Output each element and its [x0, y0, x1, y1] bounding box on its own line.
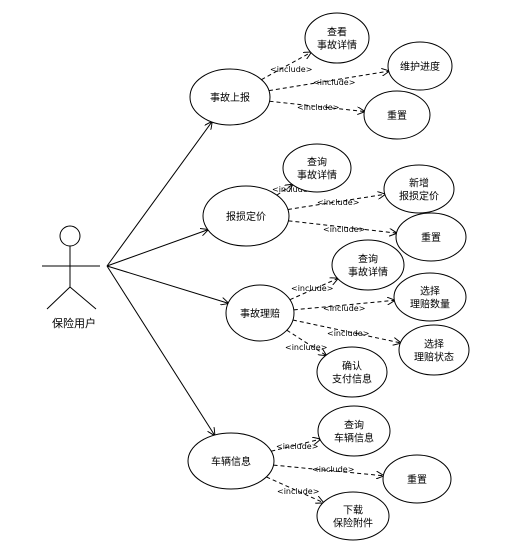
use-case-label: 事故详情: [317, 39, 357, 52]
include-line-c2: [293, 300, 395, 311]
include-label-a3: <include>: [323, 225, 365, 234]
use-case-ellipse: [393, 272, 467, 322]
include-label-r3: <include>: [297, 103, 339, 112]
use-case-ellipse: [383, 164, 455, 214]
include-label-c3: <include>: [327, 329, 369, 338]
use-case-ellipse: [225, 284, 295, 342]
include-label-a2: <include>: [317, 198, 359, 207]
include-label-v1: <include>: [276, 442, 318, 451]
primary-use-case-report[interactable]: 事故上报: [189, 68, 271, 126]
use-case-ellipse: [187, 432, 275, 490]
use-case-ellipse: [331, 239, 405, 291]
use-case-label: 查询: [307, 156, 327, 169]
association-lines: [106, 122, 228, 435]
include-line-c3: [292, 319, 401, 343]
primary-use-case-vehicle[interactable]: 车辆信息: [187, 432, 275, 490]
include-line-v2: [273, 464, 384, 476]
secondary-use-case-a3[interactable]: 重置: [395, 212, 467, 262]
include-label-v2: <include>: [312, 465, 354, 474]
include-label-c2: <include>: [323, 304, 365, 313]
use-case-label: 支付信息: [332, 373, 372, 386]
use-cases: 事故上报报损定价事故理赔车辆信息查看事故详情维护进度重置查询事故详情新增报损定价…: [187, 12, 470, 541]
use-case-label: 理赔状态: [414, 351, 454, 364]
use-case-label: 事故上报: [210, 91, 250, 104]
primary-use-case-assess[interactable]: 报损定价: [202, 185, 290, 247]
include-line-r2: [268, 71, 389, 92]
include-line-r3: [269, 100, 365, 111]
use-case-ellipse: [387, 41, 453, 91]
use-case-label: 查询: [358, 253, 378, 266]
actor-label: 保险用户: [52, 316, 96, 330]
secondary-use-case-v2[interactable]: 重置: [382, 454, 452, 504]
use-case-label: 报损定价: [399, 190, 439, 203]
use-case-label: 事故理赔: [240, 307, 280, 320]
association-vehicle: [106, 265, 215, 435]
actor-head: [59, 225, 81, 247]
association-claim: [106, 265, 228, 303]
actor-left-leg: [46, 286, 71, 310]
include-dependencies: <include><include><include><include><inc…: [261, 52, 400, 502]
include-line-a1: [276, 185, 293, 196]
use-case-label: 重置: [421, 231, 441, 244]
use-case-label: 事故详情: [348, 266, 388, 279]
include-line-c1: [289, 278, 338, 301]
use-case-ellipse: [382, 454, 452, 504]
secondary-use-case-r2[interactable]: 维护进度: [387, 41, 453, 91]
use-case-label: 车辆信息: [334, 432, 374, 445]
include-line-r1: [261, 52, 310, 81]
use-case-ellipse: [282, 143, 352, 193]
association-report: [106, 122, 212, 267]
use-case-ellipse: [317, 405, 391, 457]
use-case-label: 选择: [424, 338, 444, 351]
include-label-c4: <include>: [285, 343, 327, 352]
actor-right-leg: [69, 286, 97, 310]
use-case-ellipse: [395, 212, 467, 262]
use-case-ellipse: [316, 491, 390, 541]
include-label-r1: <include>: [270, 65, 312, 74]
use-case-ellipse: [316, 346, 388, 398]
use-case-label: 维护进度: [400, 60, 440, 73]
use-case-label: 选择: [420, 285, 440, 298]
use-case-ellipse: [363, 90, 431, 140]
use-case-label: 重置: [387, 109, 407, 122]
include-line-c4: [286, 329, 326, 355]
use-case-ellipse: [202, 185, 290, 247]
include-line-v1: [271, 439, 320, 452]
use-case-ellipse: [304, 12, 370, 64]
include-label-r2: <include>: [313, 78, 355, 87]
use-case-label: 事故详情: [297, 169, 337, 182]
use-case-ellipse: [398, 324, 470, 376]
use-case-label: 理赔数量: [410, 298, 450, 311]
use-case-label: 确认: [342, 360, 362, 373]
include-line-a2: [287, 194, 385, 210]
use-case-label: 报损定价: [226, 210, 266, 223]
use-case-label: 新增: [409, 177, 429, 190]
use-case-label: 重置: [407, 473, 427, 486]
actor-insurance-user: 保险用户: [42, 225, 100, 330]
include-label-c1: <include>: [291, 284, 333, 293]
include-line-v3: [266, 476, 323, 503]
use-case-label: 保险附件: [333, 517, 373, 530]
use-case-label: 下载: [343, 505, 363, 517]
primary-use-case-claim[interactable]: 事故理赔: [225, 284, 295, 342]
include-label-v3: <include>: [277, 487, 319, 496]
use-case-ellipse: [189, 68, 271, 126]
association-assess: [106, 230, 208, 267]
include-label-a1: <include>: [272, 185, 314, 194]
use-case-label: 查询: [344, 419, 364, 432]
use-case-label: 车辆信息: [211, 455, 251, 468]
secondary-use-case-r3[interactable]: 重置: [363, 90, 431, 140]
use-case-label: 查看: [327, 26, 347, 39]
